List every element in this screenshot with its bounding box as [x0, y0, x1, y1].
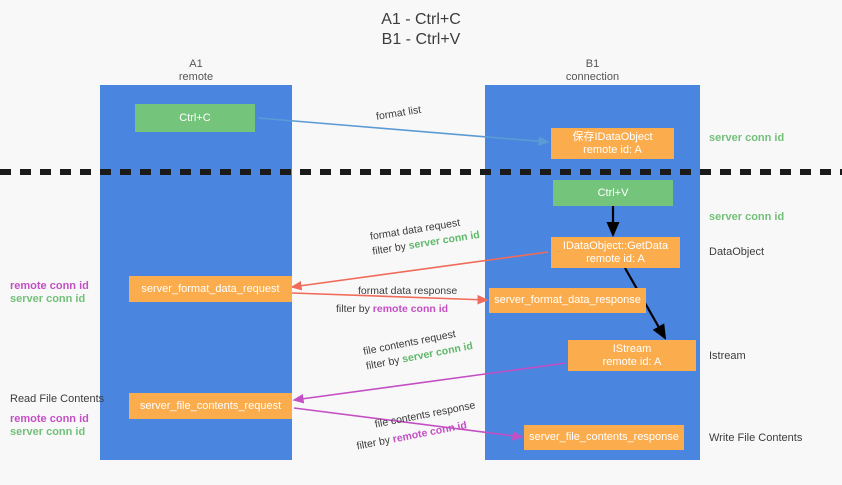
- page-title: A1 - Ctrl+C B1 - Ctrl+V: [381, 11, 461, 48]
- fdresp-filter-value: remote conn id: [372, 303, 449, 315]
- label-remote-conn-id-2: remote conn id: [10, 413, 89, 425]
- label-server-conn-id-top: server conn id: [709, 132, 785, 144]
- label-server-conn-id-2: server conn id: [10, 426, 86, 438]
- edge-label-file-contents-response: file contents response filter by remote …: [352, 398, 480, 454]
- edge-label-file-contents-request: file contents request filter by server c…: [362, 324, 474, 374]
- edge-label-format-data-request: format data request filter by server con…: [369, 213, 481, 260]
- lane-header-b1: B1 connection: [565, 58, 620, 83]
- label-dataobject: DataObject: [709, 246, 765, 258]
- fcresp-filter-prefix: filter by: [355, 433, 395, 453]
- box-server-file-contents-request[interactable]: server_file_contents_request: [129, 393, 292, 419]
- edge-label-format-list: format list: [375, 103, 422, 123]
- box-server-format-data-request[interactable]: server_format_data_request: [129, 276, 292, 302]
- box-server-format-data-response[interactable]: server_format_data_response: [489, 288, 646, 313]
- label-istream: Istream: [709, 350, 746, 362]
- box-istream[interactable]: IStream remote id: A: [568, 340, 696, 371]
- label-write-file-contents: Write File Contents: [709, 432, 803, 444]
- edge-label-fdresp-line1: format data response: [358, 285, 458, 297]
- label-remote-conn-id-1: remote conn id: [10, 280, 89, 292]
- box-idataobject-getdata[interactable]: IDataObject::GetData remote id: A: [551, 237, 680, 268]
- edge-label-format-data-response: format data response filter by remote co…: [336, 284, 458, 317]
- box-ctrl-c[interactable]: Ctrl+C: [135, 104, 255, 132]
- label-server-conn-id-mid: server conn id: [709, 211, 785, 223]
- box-save-idataobject[interactable]: 保存IDataObject remote id: A: [551, 128, 674, 159]
- box-ctrl-v[interactable]: Ctrl+V: [553, 180, 673, 206]
- fdresp-filter-prefix: filter by: [336, 303, 373, 315]
- edge-label-fdresp-filter: filter by remote conn id: [336, 302, 457, 317]
- box-server-file-contents-response[interactable]: server_file_contents_response: [524, 425, 684, 450]
- label-server-conn-id-1: server conn id: [10, 293, 86, 305]
- lane-header-a1: A1 remote: [178, 58, 214, 83]
- label-read-file-contents: Read File Contents: [10, 393, 105, 405]
